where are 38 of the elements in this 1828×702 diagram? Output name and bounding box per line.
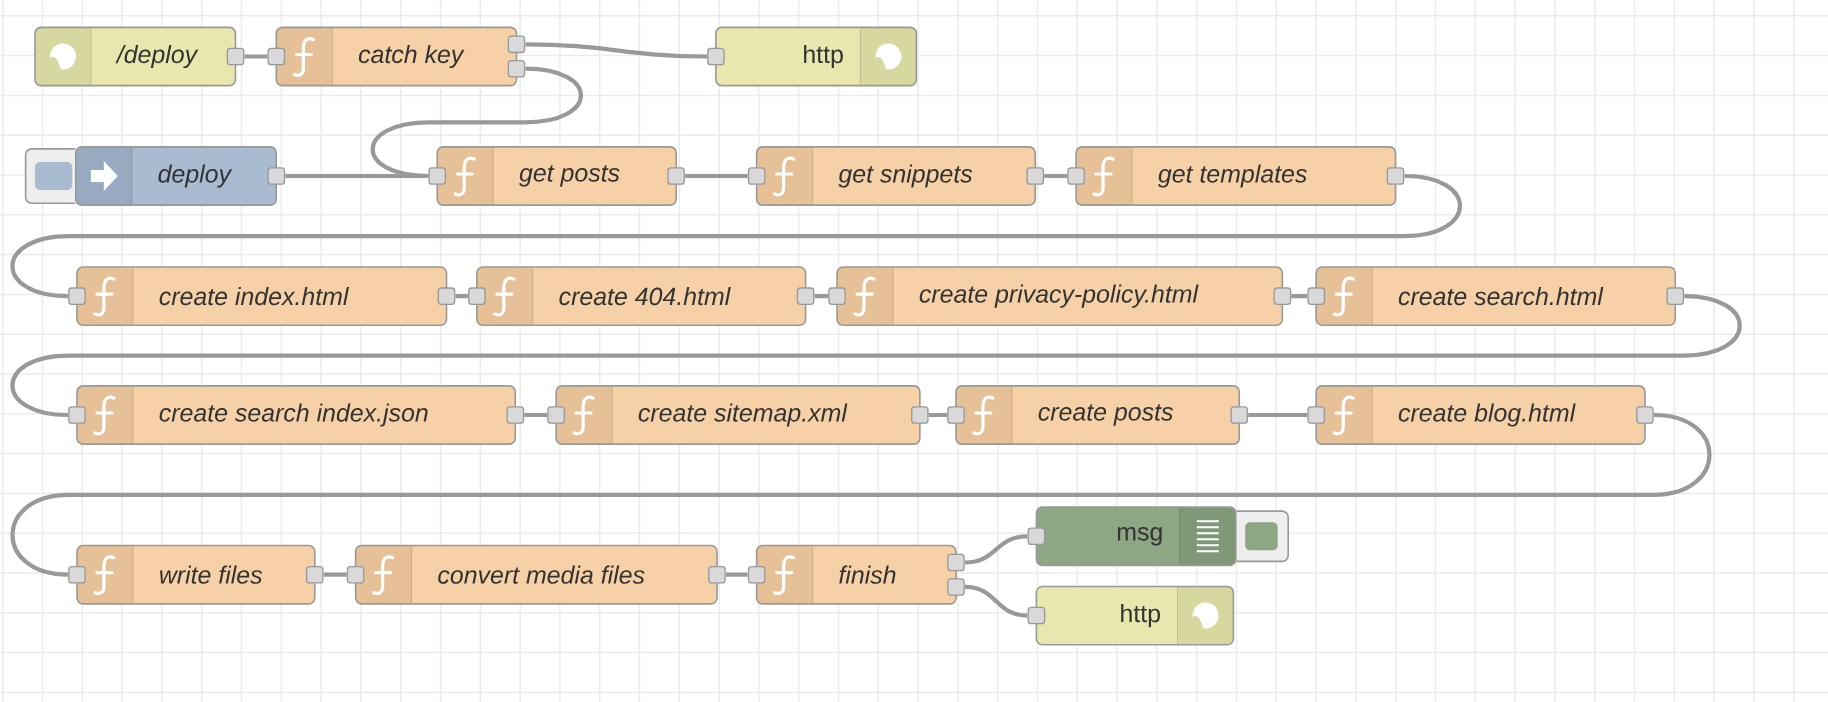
wire: [323, 572, 347, 577]
wire: [964, 584, 1028, 618]
wire: [814, 294, 829, 299]
http-in-node: /deploy: [34, 26, 237, 87]
function-node: create posts: [955, 385, 1241, 445]
function-node: get posts: [436, 146, 677, 206]
function-node: catch key: [275, 26, 518, 87]
function-node: create 404.html: [476, 266, 807, 327]
wire: [10, 412, 1711, 577]
debug-node: msg: [1035, 506, 1237, 567]
function-node: create search index.json: [76, 385, 517, 445]
wire: [12, 294, 1740, 418]
function-node: finish: [755, 544, 957, 605]
function-node: create blog.html: [1315, 385, 1646, 445]
function-node: convert media files: [354, 544, 718, 605]
function-node: get snippets: [755, 146, 1036, 206]
function-node: get templates: [1075, 146, 1397, 206]
wire: [685, 173, 748, 179]
function-node: create privacy-policy.html: [836, 266, 1284, 327]
http-response-node: http: [715, 26, 918, 87]
function-node: create sitemap.xml: [555, 385, 921, 445]
wire: [964, 534, 1028, 565]
wire: [726, 572, 748, 577]
http-response-node: http: [1035, 585, 1235, 646]
wire: [928, 412, 947, 418]
wire: [455, 294, 468, 299]
wire: [1291, 294, 1308, 299]
wire: [244, 54, 268, 59]
wire: [525, 42, 707, 59]
wire: [1044, 173, 1068, 179]
wire: [1248, 412, 1308, 418]
function-node: create search.html: [1315, 266, 1677, 327]
wire: [10, 173, 1462, 299]
function-node: create index.html: [76, 266, 448, 327]
wire: [285, 173, 429, 179]
wire: [524, 412, 548, 418]
function-node: write files: [76, 544, 316, 605]
inject-node: deploy: [74, 146, 278, 206]
